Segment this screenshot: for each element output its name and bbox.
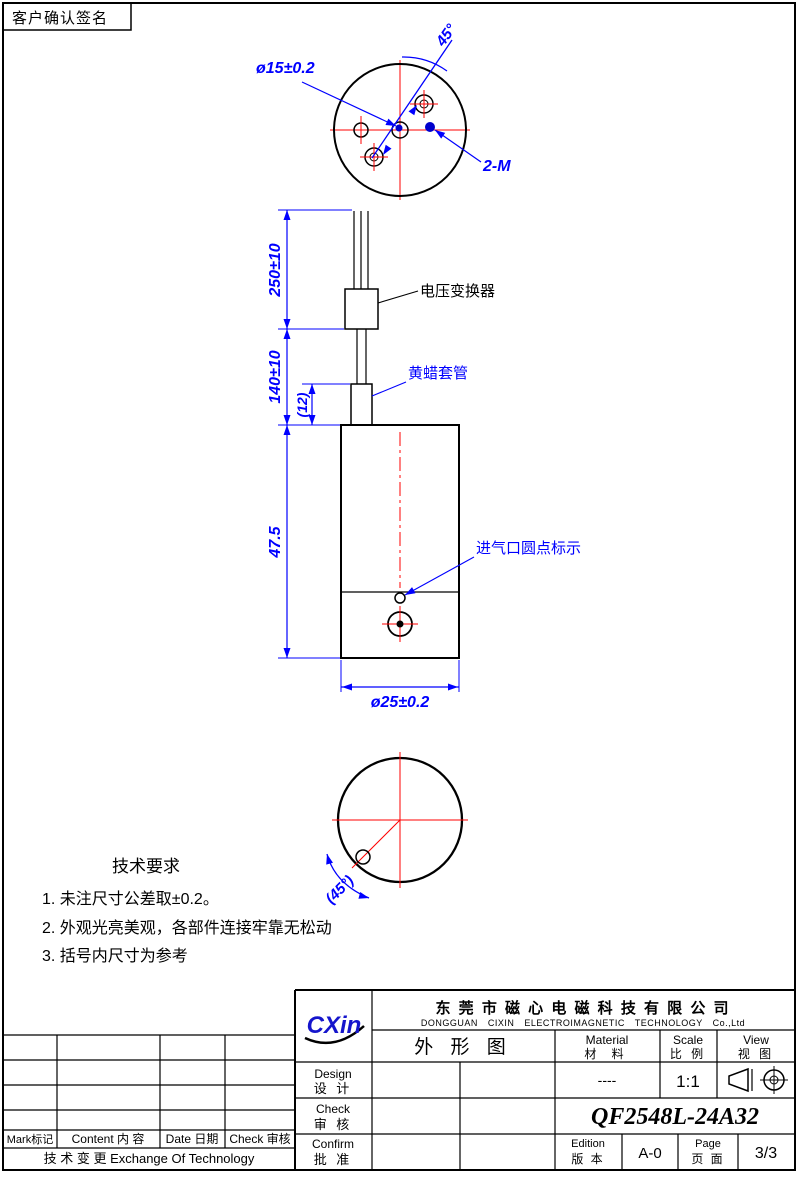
bolt-circle-dia-label: ø15±0.2 [256, 60, 315, 77]
bottom-hole [355, 849, 371, 865]
material-value: ---- [598, 1072, 617, 1088]
company-name-cn: 东 莞 市 磁 心 电 磁 科 技 有 限 公 司 [435, 999, 730, 1017]
scale-value: 1:1 [676, 1072, 700, 1091]
wax-sleeve-body [350, 383, 373, 426]
title-block: CXin 东 莞 市 磁 心 电 磁 科 技 有 限 公 司 DONGGUAN … [294, 989, 795, 1170]
check-label-en: Check [316, 1102, 351, 1116]
angle-dimension-45: 45° [371, 20, 460, 159]
revision-col-mark: Mark标记 [7, 1132, 53, 1146]
sheet-border [2, 2, 796, 1171]
edition-value: A-0 [638, 1145, 661, 1162]
tech-req-title: 技术要求 [112, 857, 180, 876]
page-label-cn: 页 面 [691, 1152, 724, 1166]
front-view: 电压变换器 黄蜡套管 进气口圆点标示 [267, 209, 581, 711]
scale-label-en: Scale [673, 1033, 703, 1047]
title-block-grid [294, 989, 795, 1170]
bolt-circle-dimension: ø15±0.2 [256, 60, 398, 130]
revision-table-grid [3, 1034, 295, 1149]
company-logo: CXin [304, 1012, 365, 1045]
voltage-converter-body [344, 288, 379, 330]
hole-bottom-left [360, 143, 388, 171]
view-label-en: View [743, 1033, 769, 1047]
revision-col-content: Content 内 容 [72, 1131, 145, 1146]
angle-45-label: 45° [432, 20, 460, 50]
edition-label-en: Edition [571, 1138, 605, 1150]
top-view: 45° ø15±0.2 2-M [256, 20, 511, 200]
confirm-label-en: Confirm [312, 1137, 354, 1151]
page-label-en: Page [695, 1138, 721, 1150]
dimension-lines [286, 210, 459, 688]
company-name-en: DONGGUAN CIXIN ELECTROIMAGNETIC TECHNOLO… [421, 1018, 745, 1028]
holes-count-label: 2-M [482, 158, 511, 175]
center-marker-dot [395, 124, 403, 132]
page-value: 3/3 [755, 1145, 777, 1162]
edition-label-cn: 版 本 [571, 1152, 604, 1166]
tech-requirements: 技术要求 1. 未注尺寸公差取±0.2。 2. 外观光亮美观，各部件连接牢靠无松… [42, 857, 332, 965]
revision-col-date: Date 日期 [166, 1132, 219, 1146]
customer-signature-box: 客户确认签名 [3, 3, 132, 31]
revision-col-check: Check 审核 [229, 1131, 290, 1146]
dim-12-label: (12) [294, 392, 310, 417]
angle-45-ref-label: (45°) [322, 872, 357, 907]
scale-label-cn: 比 例 [670, 1047, 706, 1061]
hole-left [353, 116, 369, 144]
bottom-view: (45°) [322, 752, 468, 907]
hole-right-dot [425, 122, 435, 132]
view-label-cn: 视 图 [738, 1046, 774, 1061]
check-label-cn: 审 核 [314, 1117, 353, 1132]
hole-top-right [410, 90, 438, 118]
customer-signature-label: 客户确认签名 [12, 10, 108, 27]
center-lines [332, 752, 468, 888]
material-label-en: Material [586, 1033, 629, 1047]
sleeve-callout: 黄蜡套管 [371, 365, 468, 397]
tech-req-item-2: 2. 外观光亮美观，各部件连接牢靠无松动 [42, 919, 332, 937]
confirm-label-cn: 批 准 [314, 1152, 353, 1167]
tech-req-item-1: 1. 未注尺寸公差取±0.2。 [42, 890, 219, 908]
design-label-cn: 设 计 [314, 1081, 353, 1096]
design-label-en: Design [314, 1067, 351, 1081]
top-view-outline [333, 63, 467, 197]
dim-250-label: 250±10 [267, 243, 284, 297]
connecting-rod [356, 329, 367, 384]
inlet-grommet [382, 606, 418, 642]
hole-center [391, 121, 409, 139]
revision-footer: 技 术 变 更 Exchange Of Technology [44, 1151, 255, 1166]
inlet-label: 进气口圆点标示 [476, 540, 581, 557]
logo-text: CXin [307, 1012, 362, 1039]
dim-47-label: 47.5 [267, 525, 284, 558]
revision-table: Mark标记 Content 内 容 Date 日期 Check 审核 技 术 … [3, 1034, 295, 1166]
solenoid-body [340, 424, 460, 659]
air-inlet-dot [394, 592, 406, 604]
holes-count-callout: 2-M [432, 127, 511, 175]
angle-dimension-45-ref: (45°) [322, 853, 370, 907]
dim-dia-label: ø25±0.2 [371, 694, 430, 711]
lead-wires [353, 211, 369, 289]
part-number: QF2548L-24A32 [591, 1104, 759, 1130]
tech-req-item-3: 3. 括号内尺寸为参考 [42, 947, 188, 965]
dim-140-label: 140±10 [267, 350, 284, 403]
converter-callout: 电压变换器 [377, 283, 495, 304]
inlet-callout: 进气口圆点标示 [403, 540, 581, 599]
projection-symbol [728, 1066, 788, 1094]
material-label-cn: 材 料 [584, 1047, 629, 1061]
sleeve-label: 黄蜡套管 [408, 365, 468, 382]
converter-label: 电压变换器 [420, 283, 495, 300]
drawing-name: 外 形 图 [414, 1036, 512, 1058]
